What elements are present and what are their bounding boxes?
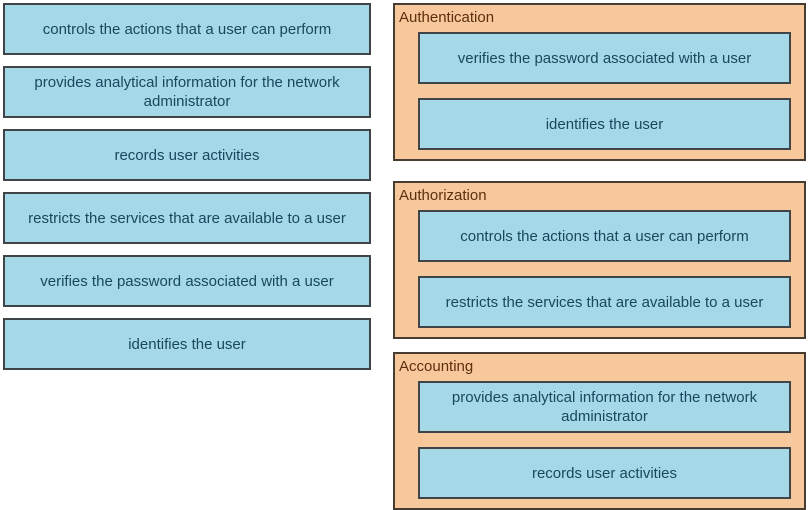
drag-option-verifies-password[interactable]: verifies the password associated with a … xyxy=(3,255,371,307)
dropped-option-verifies-password[interactable]: verifies the password associated with a … xyxy=(418,32,791,84)
dropped-option-controls-actions[interactable]: controls the actions that a user can per… xyxy=(418,210,791,262)
dropped-option-records-activities[interactable]: records user activities xyxy=(418,447,791,499)
dropped-option-analytical-info[interactable]: provides analytical information for the … xyxy=(418,381,791,433)
drag-option-records-activities[interactable]: records user activities xyxy=(3,129,371,181)
drag-option-controls-actions[interactable]: controls the actions that a user can per… xyxy=(3,3,371,55)
source-options-column: controls the actions that a user can per… xyxy=(3,3,371,370)
category-title-authorization: Authorization xyxy=(399,187,487,204)
category-panel-authorization: Authorization controls the actions that … xyxy=(393,181,806,339)
drag-option-identifies-user[interactable]: identifies the user xyxy=(3,318,371,370)
categories-column: Authentication verifies the password ass… xyxy=(393,3,806,510)
drag-option-analytical-info[interactable]: provides analytical information for the … xyxy=(3,66,371,118)
category-panel-authentication: Authentication verifies the password ass… xyxy=(393,3,806,161)
category-title-accounting: Accounting xyxy=(399,358,474,375)
drag-option-restricts-services[interactable]: restricts the services that are availabl… xyxy=(3,192,371,244)
category-title-authentication: Authentication xyxy=(399,9,495,26)
category-panel-accounting: Accounting provides analytical informati… xyxy=(393,352,806,510)
dropped-option-identifies-user[interactable]: identifies the user xyxy=(418,98,791,150)
dropped-option-restricts-services[interactable]: restricts the services that are availabl… xyxy=(418,276,791,328)
